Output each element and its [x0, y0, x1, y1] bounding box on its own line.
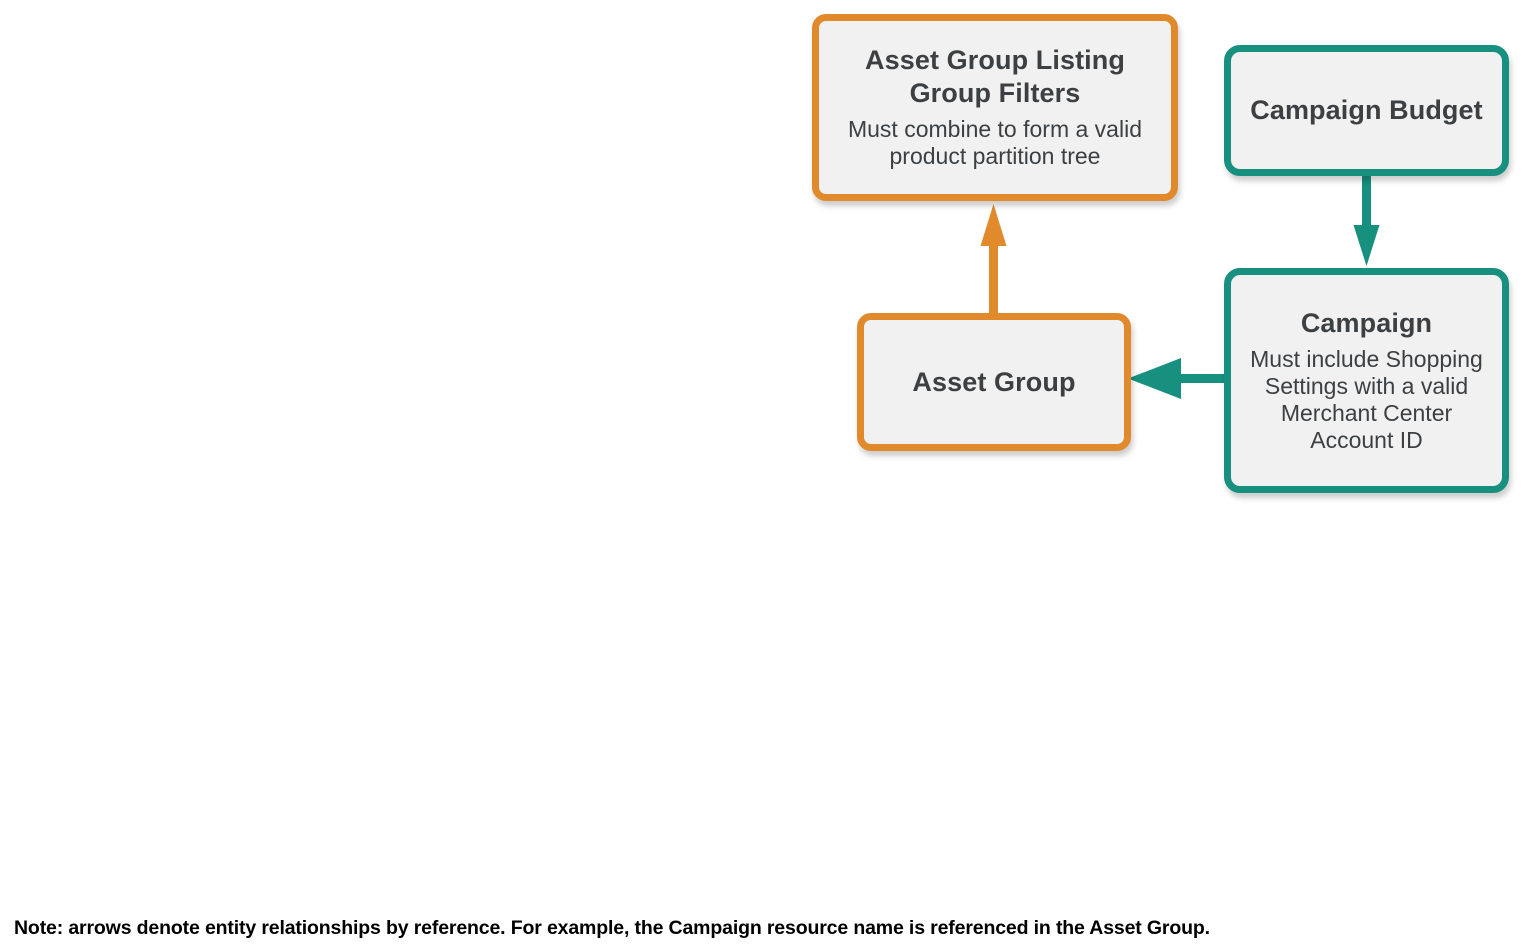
node-asset-group-listing-group-filters[interactable]: Asset Group Listing Group Filters Must c… [812, 14, 1178, 201]
node-subtitle: Must include Shopping Settings with a va… [1250, 345, 1483, 454]
edge-campaign-budget-to-campaign [1353, 174, 1380, 266]
node-subtitle: Must combine to form a valid product par… [847, 116, 1142, 170]
edge-asset-group-to-listing-group-filters [980, 204, 1007, 315]
edge-campaign-to-asset-group [1128, 358, 1228, 399]
node-asset-group[interactable]: Asset Group [857, 313, 1131, 451]
node-campaign[interactable]: Campaign Must include Shopping Settings … [1224, 268, 1509, 493]
node-title: Asset Group [912, 366, 1076, 397]
node-title: Asset Group Listing Group Filters [865, 45, 1125, 109]
diagram-note: Note: arrows denote entity relationships… [14, 917, 1210, 939]
node-campaign-budget[interactable]: Campaign Budget [1224, 45, 1509, 176]
node-title: Campaign [1300, 307, 1433, 338]
node-title: Campaign Budget [1250, 95, 1483, 126]
